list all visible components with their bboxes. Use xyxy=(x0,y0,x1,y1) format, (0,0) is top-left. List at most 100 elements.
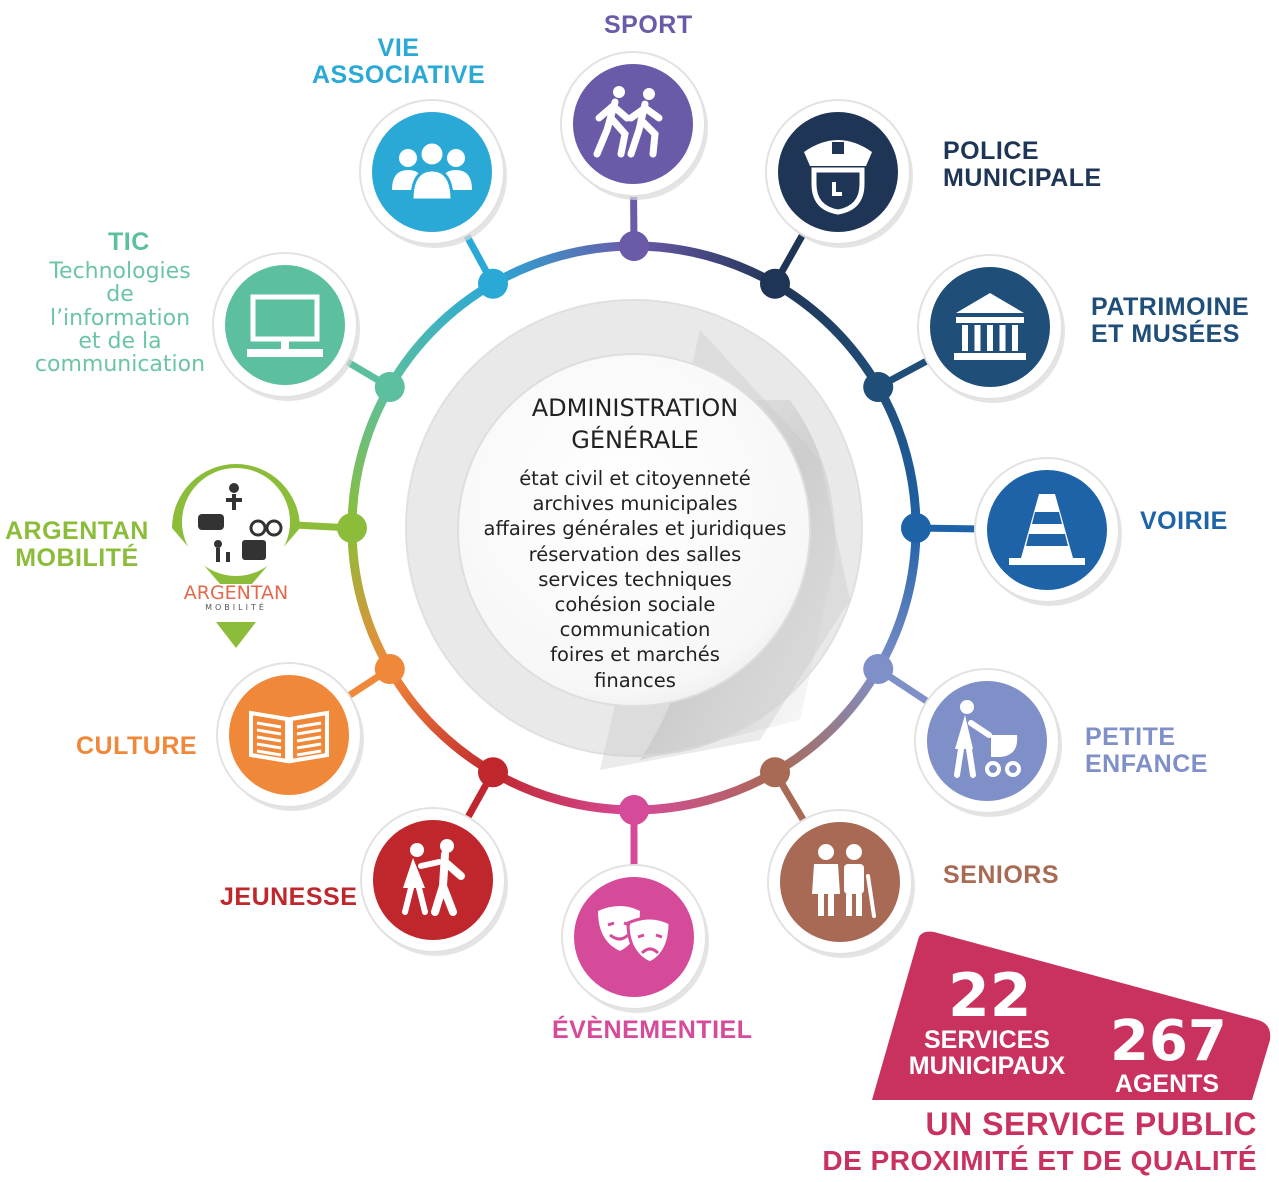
center-item: cohésion sociale xyxy=(554,593,716,617)
node-jeunesse xyxy=(360,757,508,956)
ring-dot xyxy=(901,513,931,543)
node-evenementiel xyxy=(561,795,709,1013)
label-line: PATRIMOINE xyxy=(1091,293,1250,321)
ring-dot xyxy=(374,654,405,684)
tic-subtitle: Technologies de l’information et de la c… xyxy=(20,259,220,378)
bike-wheel xyxy=(265,519,283,537)
pedestrian-body xyxy=(226,494,242,510)
label-line: MUNICIPALE xyxy=(943,164,1102,192)
bike-icon xyxy=(249,519,267,537)
ring-arc xyxy=(490,241,635,288)
node-seniors xyxy=(760,757,915,958)
center-item: communication xyxy=(559,618,711,642)
center-text: ADMINISTRATION GÉNÉRALE état civil et ci… xyxy=(460,392,810,693)
label-line: ASSOCIATIVE xyxy=(312,61,486,89)
label-line: CULTURE xyxy=(76,732,198,760)
label-petite-enfance: PETITE ENFANCE xyxy=(1085,724,1208,778)
tic-subtitle-line: l’information xyxy=(49,305,191,331)
tagline-line1: UN SERVICE PUBLIC xyxy=(925,1106,1257,1142)
ring-dot xyxy=(863,372,894,402)
node-police xyxy=(760,99,913,299)
ring-arc xyxy=(874,384,921,529)
center-item: affaires générales et juridiques xyxy=(483,517,787,541)
ring-dot xyxy=(478,268,508,299)
pedestrian-icon xyxy=(229,483,239,493)
ring-dot xyxy=(619,795,649,825)
pin-tip xyxy=(216,622,256,648)
ring-arc xyxy=(633,241,778,288)
runners-icon-disc xyxy=(573,64,693,184)
label-line: VIE xyxy=(377,34,420,62)
label-seniors: SENIORS xyxy=(943,862,1059,889)
label-patrimoine: PATRIMOINE ET MUSÉES xyxy=(1091,294,1249,348)
ring-arc xyxy=(633,768,778,815)
label-line: VOIRIE xyxy=(1140,507,1228,535)
agents-count: 267 xyxy=(1110,1009,1227,1074)
label-evenementiel: ÉVÈNEMENTIEL xyxy=(552,1017,752,1044)
label-line: SPORT xyxy=(604,11,693,39)
center-item: réservation des salles xyxy=(528,542,742,566)
ring-arc xyxy=(347,527,394,672)
label-line: ENFANCE xyxy=(1085,750,1208,778)
label-line: POLICE xyxy=(943,137,1040,165)
ring-dot xyxy=(760,268,790,299)
mobility-badge-sub: MOBILITÉ xyxy=(205,603,267,612)
family-body xyxy=(216,548,230,562)
center-item: foires et marchés xyxy=(550,643,720,667)
children-icon xyxy=(402,839,465,916)
computer-monitor-icon-disc xyxy=(225,265,345,385)
tic-subtitle-line: communication xyxy=(34,352,206,378)
label-line: ET MUSÉES xyxy=(1091,320,1240,348)
mobility-pin-icon xyxy=(172,464,300,648)
label-line: SENIORS xyxy=(943,861,1060,889)
label-police: POLICE MUNICIPALE xyxy=(943,138,1102,192)
label-line: TIC xyxy=(108,228,150,256)
label-sport: SPORT xyxy=(604,12,693,39)
node-tic xyxy=(212,252,405,402)
services-label-line: SERVICES xyxy=(924,1026,1050,1054)
ring-arc xyxy=(385,279,496,390)
ring-arc xyxy=(772,666,883,777)
center-item: finances xyxy=(594,668,676,692)
traffic-cone-icon xyxy=(1009,494,1085,565)
ring-dot xyxy=(478,757,508,788)
ring-arc xyxy=(874,527,921,672)
main-ring xyxy=(347,241,921,815)
node-sport xyxy=(560,51,708,261)
tic-subtitle-line: et de la xyxy=(78,328,162,354)
center-item: état civil et citoyenneté xyxy=(519,467,751,490)
ring-dot xyxy=(863,654,894,684)
node-voirie xyxy=(901,457,1122,606)
label-line: MOBILITÉ xyxy=(15,544,139,572)
tic-subtitle-line: de xyxy=(106,282,134,308)
group-people-icon xyxy=(392,140,472,202)
agents-label: AGENTS xyxy=(1114,1070,1220,1098)
center-title-line2: GÉNÉRALE xyxy=(571,426,699,454)
stroller-icon xyxy=(954,700,1021,778)
services-count: 22 xyxy=(948,961,1032,1031)
tagline-line2: DE PROXIMITÉ ET DE QUALITÉ xyxy=(822,1145,1257,1176)
ring-dot xyxy=(374,372,405,402)
center-plate xyxy=(405,299,863,770)
ring-arc xyxy=(490,768,635,815)
elderly-couple-icon-disc xyxy=(780,822,900,942)
services-label: SERVICES MUNICIPAUX xyxy=(884,1027,1090,1079)
center-item: archives municipales xyxy=(532,492,738,516)
label-line: JEUNESSE xyxy=(220,883,358,911)
ring-dot xyxy=(619,231,649,261)
open-book-icon xyxy=(249,710,329,764)
label-line: ÉVÈNEMENTIEL xyxy=(552,1016,753,1044)
label-line: PETITE xyxy=(1085,723,1176,751)
mobility-badge-brand: ARGENTAN xyxy=(183,582,289,604)
label-voirie: VOIRIE xyxy=(1140,508,1228,535)
family-icon xyxy=(214,540,222,548)
ring-arc xyxy=(347,384,394,529)
stroller-icon-disc xyxy=(927,681,1047,801)
tic-subtitle-line: Technologies xyxy=(49,259,191,284)
ring-arc xyxy=(772,279,883,390)
label-jeunesse: JEUNESSE xyxy=(220,884,357,911)
label-line: ARGENTAN xyxy=(5,517,149,545)
label-argentan-mobilite: ARGENTAN MOBILITÉ xyxy=(5,518,149,572)
